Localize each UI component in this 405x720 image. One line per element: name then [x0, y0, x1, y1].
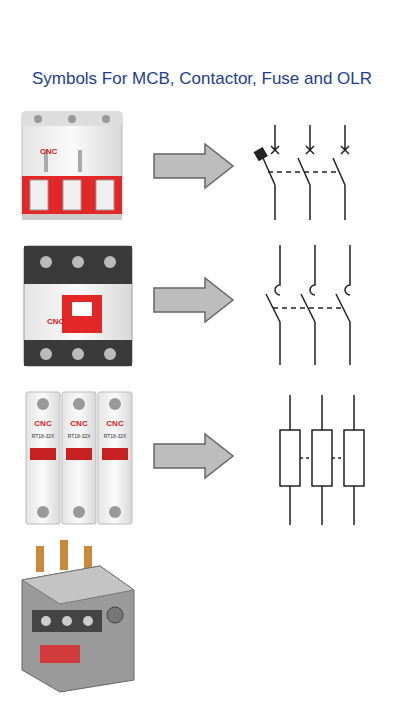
- model-label: RT18-32X: [104, 434, 127, 439]
- fuse-device: [26, 392, 132, 524]
- brand-label: CNC: [47, 318, 64, 326]
- brand-label: CNC: [106, 420, 123, 428]
- model-label: RT18-32X: [68, 434, 91, 439]
- contactor-device: [24, 246, 132, 366]
- mcb-symbol: [255, 125, 349, 220]
- model-label: RT18-32X: [32, 434, 55, 439]
- mcb-device: [22, 112, 122, 220]
- brand-label: CNC: [40, 148, 57, 156]
- contactor-symbol: [266, 245, 350, 365]
- title: Symbols For MCB, Contactor, Fuse and OLR: [32, 70, 372, 87]
- fuse-symbol: [280, 395, 364, 525]
- brand-label: CNC: [70, 420, 87, 428]
- olr-device: [22, 540, 134, 692]
- brand-label: CNC: [34, 420, 51, 428]
- block-arrow: [154, 144, 233, 478]
